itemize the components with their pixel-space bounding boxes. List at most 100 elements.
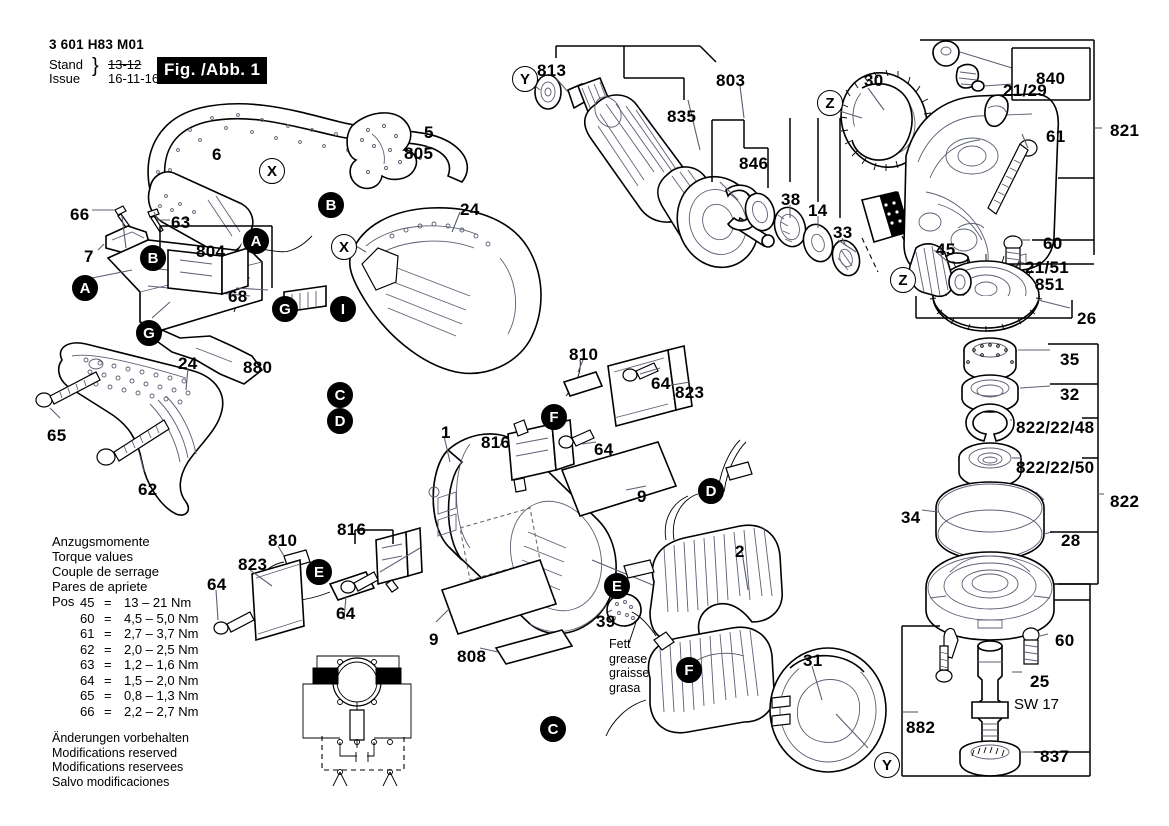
callout-c24left: 24 (178, 354, 198, 373)
date-struck: 13-12 (108, 57, 142, 72)
torque-row-equals: = (104, 688, 112, 703)
torque-row-pos: 61 (80, 626, 95, 641)
callout-c1: 1 (441, 423, 451, 442)
callout-c5: 5 (424, 123, 434, 142)
marker-mC2: C (540, 716, 566, 742)
disclaimer-line-1: Modifications reserved (52, 745, 178, 760)
callout-c9l: 9 (429, 630, 439, 649)
brace-glyph: } (92, 55, 99, 77)
torque-title-3: Pares de apriete (52, 579, 148, 594)
field-coil-group (606, 440, 886, 772)
torque-row-value: 4,5 – 5,0 Nm (124, 610, 199, 626)
callout-c28: 28 (1061, 531, 1081, 550)
torque-title-2: Couple de serrage (52, 564, 159, 579)
callout-c6: 6 (212, 145, 222, 164)
callout-c35: 35 (1060, 350, 1080, 369)
torque-row-pos: 60 (80, 610, 95, 626)
callout-c2151: 21/51 (1025, 258, 1070, 277)
spindle-group (902, 552, 1090, 776)
callout-c880: 880 (243, 358, 273, 377)
callout-c813: 813 (537, 61, 567, 80)
bearing-stack-group (922, 338, 1104, 584)
callout-c82248: 822/22/48 (1016, 418, 1095, 437)
torque-row-equals: = (104, 672, 112, 688)
grease-note-line-3: grasa (609, 680, 641, 695)
callout-c823l: 823 (238, 555, 268, 574)
date-current: 16-11-16 (108, 71, 160, 86)
callout-c816c: 816 (481, 433, 511, 452)
marker-mD2: D (698, 478, 724, 504)
grease-note-line-1: grease (609, 651, 648, 666)
callout-c810c: 810 (569, 345, 599, 364)
callout-c26: 26 (1077, 309, 1097, 328)
torque-row-pos: 62 (80, 641, 95, 657)
torque-row-pos: 65 (80, 688, 95, 703)
marker-mY1: Y (512, 66, 538, 92)
disclaimer-line-3: Salvo modificaciones (52, 774, 170, 789)
marker-mY2: Y (874, 752, 900, 778)
wiring-schematic (303, 656, 411, 786)
callout-c14: 14 (808, 201, 828, 220)
gear-30-group (827, 60, 941, 272)
marker-mF2: F (676, 657, 702, 683)
callout-c32: 32 (1060, 385, 1080, 404)
disclaimer-line-2: Modifications reservees (52, 760, 184, 774)
callout-c803: 803 (716, 71, 746, 90)
callout-c816l: 816 (337, 520, 367, 539)
callout-c68: 68 (228, 287, 248, 306)
torque-row-value: 0,8 – 1,3 Nm (124, 688, 199, 703)
issue-label: Issue (49, 71, 81, 86)
callout-c810l: 810 (268, 531, 298, 550)
torque-row-pos: 63 (80, 657, 95, 672)
brush-set-left-group (214, 528, 422, 640)
torque-row-equals: = (104, 610, 112, 626)
marker-mF1: F (541, 404, 567, 430)
torque-row-value: 2,7 – 3,7 Nm (124, 626, 199, 641)
grease-note-line-0: Fett (609, 637, 631, 651)
marker-mE2: E (604, 573, 630, 599)
callout-c61: 61 (1046, 127, 1066, 146)
torque-row-value: 1,5 – 2,0 Nm (124, 672, 199, 688)
callout-c45: 45 (936, 240, 956, 259)
figure-badge: Fig. /Abb. 1 (157, 57, 268, 84)
callout-c2: 2 (735, 542, 745, 561)
callout-c64l2: 64 (336, 604, 356, 623)
disclaimer-line-0: Änderungen vorbehalten (52, 731, 189, 745)
callout-c9r: 9 (637, 487, 647, 506)
callout-c882: 882 (906, 718, 936, 737)
gear-housing-group (904, 40, 1102, 287)
callout-c804: 804 (196, 242, 226, 261)
callout-c808: 808 (457, 647, 487, 666)
torque-row-value: 2,0 – 2,5 Nm (124, 641, 199, 657)
callout-c60t: 60 (1043, 234, 1063, 253)
callout-c64c: 64 (594, 440, 614, 459)
torque-row-value: 1,2 – 1,6 Nm (124, 657, 199, 672)
callout-c34: 34 (901, 508, 921, 527)
torque-row-equals: = (104, 703, 112, 719)
callout-c33: 33 (833, 223, 853, 242)
callout-c837: 837 (1040, 747, 1070, 766)
armature-group (528, 46, 864, 279)
callout-c38: 38 (781, 190, 801, 209)
callout-c62: 62 (138, 480, 158, 499)
callout-c7: 7 (84, 247, 94, 266)
callout-c846: 846 (739, 154, 769, 173)
torque-title-0: Anzugsmomente (52, 534, 150, 549)
marker-mE1: E (306, 559, 332, 585)
torque-row-pos: 45 (80, 595, 95, 610)
marker-mD1: D (327, 408, 353, 434)
side-handle-group (36, 343, 223, 515)
callout-c65: 65 (47, 426, 67, 445)
callout-c821: 821 (1110, 121, 1140, 140)
callout-c24top: 24 (460, 200, 480, 219)
callout-c64l1: 64 (207, 575, 227, 594)
torque-row-equals: = (104, 595, 112, 610)
motor-housing-group (429, 346, 692, 664)
callout-c31: 31 (803, 651, 823, 670)
callout-c823c: 823 (675, 383, 705, 402)
marker-mA1: A (243, 228, 269, 254)
callout-c64c2: 64 (651, 374, 671, 393)
torque-row-equals: = (104, 626, 112, 641)
marker-mX2: X (331, 234, 357, 260)
